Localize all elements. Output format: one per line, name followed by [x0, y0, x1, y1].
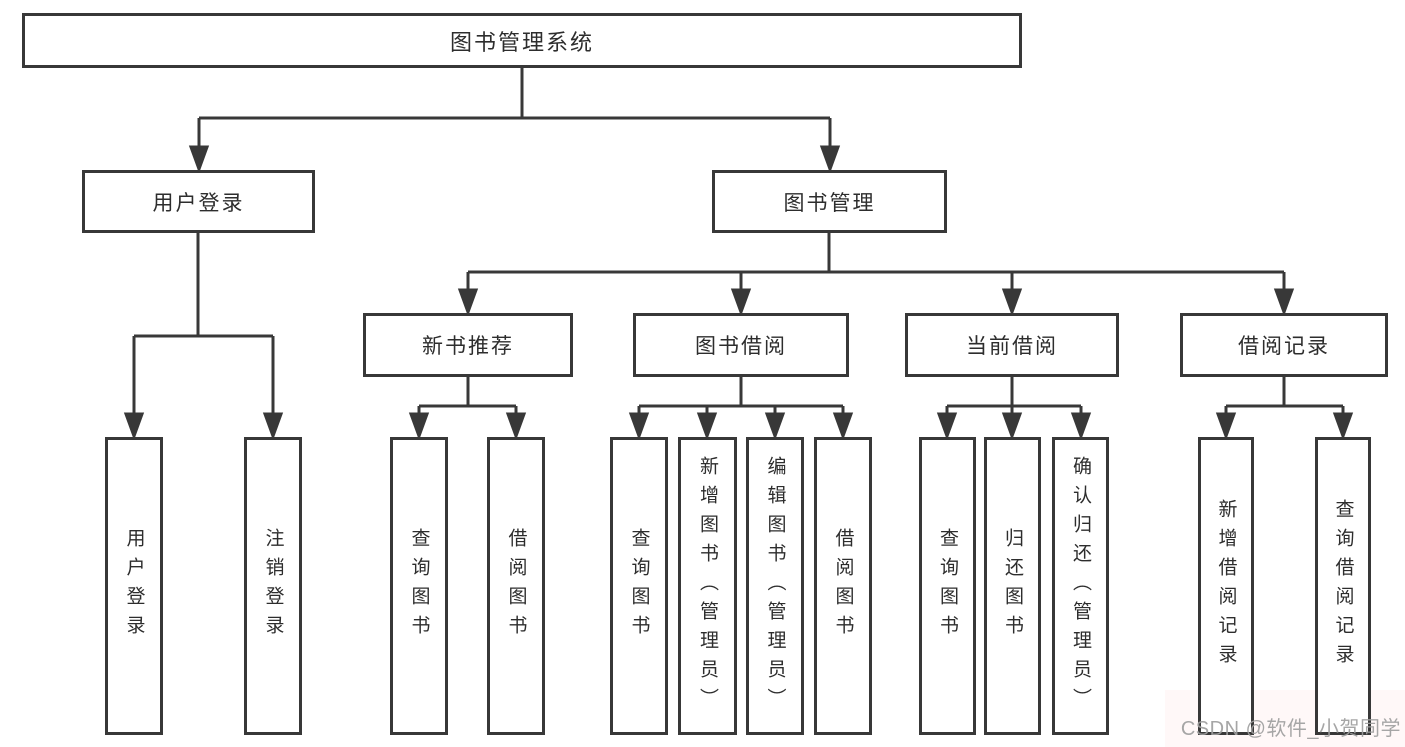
arrowhead-bb-borrow	[832, 412, 854, 441]
arrowhead-book-mgmt	[819, 145, 841, 174]
node-book-borrow: 图书借阅	[633, 313, 849, 377]
node-cb-return-books: 归还图书	[984, 437, 1041, 735]
node-user-login-label: 用户登录	[152, 191, 245, 215]
node-current-borrow: 当前借阅	[905, 313, 1119, 377]
connector-root-to-level1	[188, 68, 841, 174]
node-br-query-record-label: 查询借阅记录	[1332, 499, 1354, 673]
node-system-root-label: 图书管理系统	[449, 29, 594, 55]
node-rec-query-books-label: 查询图书	[408, 528, 430, 644]
connector-book-mgmt-children	[457, 233, 1295, 317]
node-book-borrow-label: 图书借阅	[695, 335, 787, 358]
node-user-login: 用户登录	[82, 170, 315, 233]
connector-new-book-rec-children	[408, 377, 527, 441]
node-cb-confirm-return-admin-label: 确认归还（管理员）	[1070, 455, 1091, 717]
node-book-mgmt: 图书管理	[712, 170, 947, 233]
arrowhead-logout	[262, 412, 284, 441]
arrowhead-cb-confirm	[1070, 412, 1092, 441]
node-bb-edit-books-admin: 编辑图书（管理员）	[746, 437, 804, 735]
arrowhead-br-add	[1215, 412, 1237, 441]
node-br-add-record-label: 新增借阅记录	[1215, 499, 1237, 673]
node-borrow-records: 借阅记录	[1180, 313, 1388, 377]
node-rec-borrow-books: 借阅图书	[487, 437, 545, 735]
arrowhead-bb-edit	[764, 412, 786, 441]
csdn-watermark: CSDN @软件_小贺同学	[1180, 718, 1401, 740]
arrowhead-rec-query	[408, 412, 430, 441]
arrowhead-bb-add	[696, 412, 718, 441]
node-bb-borrow-books-label: 借阅图书	[832, 528, 854, 644]
node-rec-borrow-books-label: 借阅图书	[505, 528, 527, 644]
connector-user-login-children	[123, 233, 284, 441]
arrowhead-new-book-rec	[457, 288, 479, 317]
node-bb-edit-books-admin-label: 编辑图书（管理员）	[764, 455, 786, 717]
connector-current-borrow-children	[936, 377, 1092, 441]
node-login: 用户登录	[105, 437, 163, 735]
node-logout-label: 注销登录	[262, 528, 284, 644]
node-cb-return-books-label: 归还图书	[1002, 528, 1023, 644]
arrowhead-rec-borrow	[505, 412, 527, 441]
arrowhead-current-borrow	[1001, 288, 1023, 317]
arrowhead-book-borrow	[730, 288, 752, 317]
arrowhead-login	[123, 412, 145, 441]
node-bb-add-books-admin: 新增图书（管理员）	[678, 437, 737, 735]
node-bb-borrow-books: 借阅图书	[814, 437, 872, 735]
node-cb-confirm-return-admin: 确认归还（管理员）	[1052, 437, 1109, 735]
node-br-query-record: 查询借阅记录	[1315, 437, 1371, 735]
node-new-book-rec: 新书推荐	[363, 313, 573, 377]
node-logout: 注销登录	[244, 437, 302, 735]
node-current-borrow-label: 当前借阅	[966, 335, 1058, 358]
node-new-book-rec-label: 新书推荐	[422, 335, 514, 358]
arrowhead-br-query	[1332, 412, 1354, 441]
node-bb-query-books-label: 查询图书	[628, 528, 650, 644]
node-cb-query-books: 查询图书	[919, 437, 976, 735]
arrowhead-user-login	[188, 145, 210, 174]
arrowhead-cb-query	[936, 412, 958, 441]
node-br-add-record: 新增借阅记录	[1198, 437, 1254, 735]
arrowhead-borrow-records	[1273, 288, 1295, 317]
connector-book-borrow-children	[628, 377, 854, 441]
node-system-root: 图书管理系统	[22, 13, 1022, 68]
node-cb-query-books-label: 查询图书	[937, 528, 958, 644]
node-login-label: 用户登录	[123, 528, 145, 644]
node-rec-query-books: 查询图书	[390, 437, 448, 735]
arrowhead-bb-query	[628, 412, 650, 441]
connector-borrow-records-children	[1215, 377, 1354, 441]
node-bb-add-books-admin-label: 新增图书（管理员）	[697, 455, 718, 717]
node-book-mgmt-label: 图书管理	[783, 191, 876, 215]
arrowhead-cb-return	[1001, 412, 1023, 441]
node-bb-query-books: 查询图书	[610, 437, 668, 735]
node-borrow-records-label: 借阅记录	[1238, 335, 1330, 358]
